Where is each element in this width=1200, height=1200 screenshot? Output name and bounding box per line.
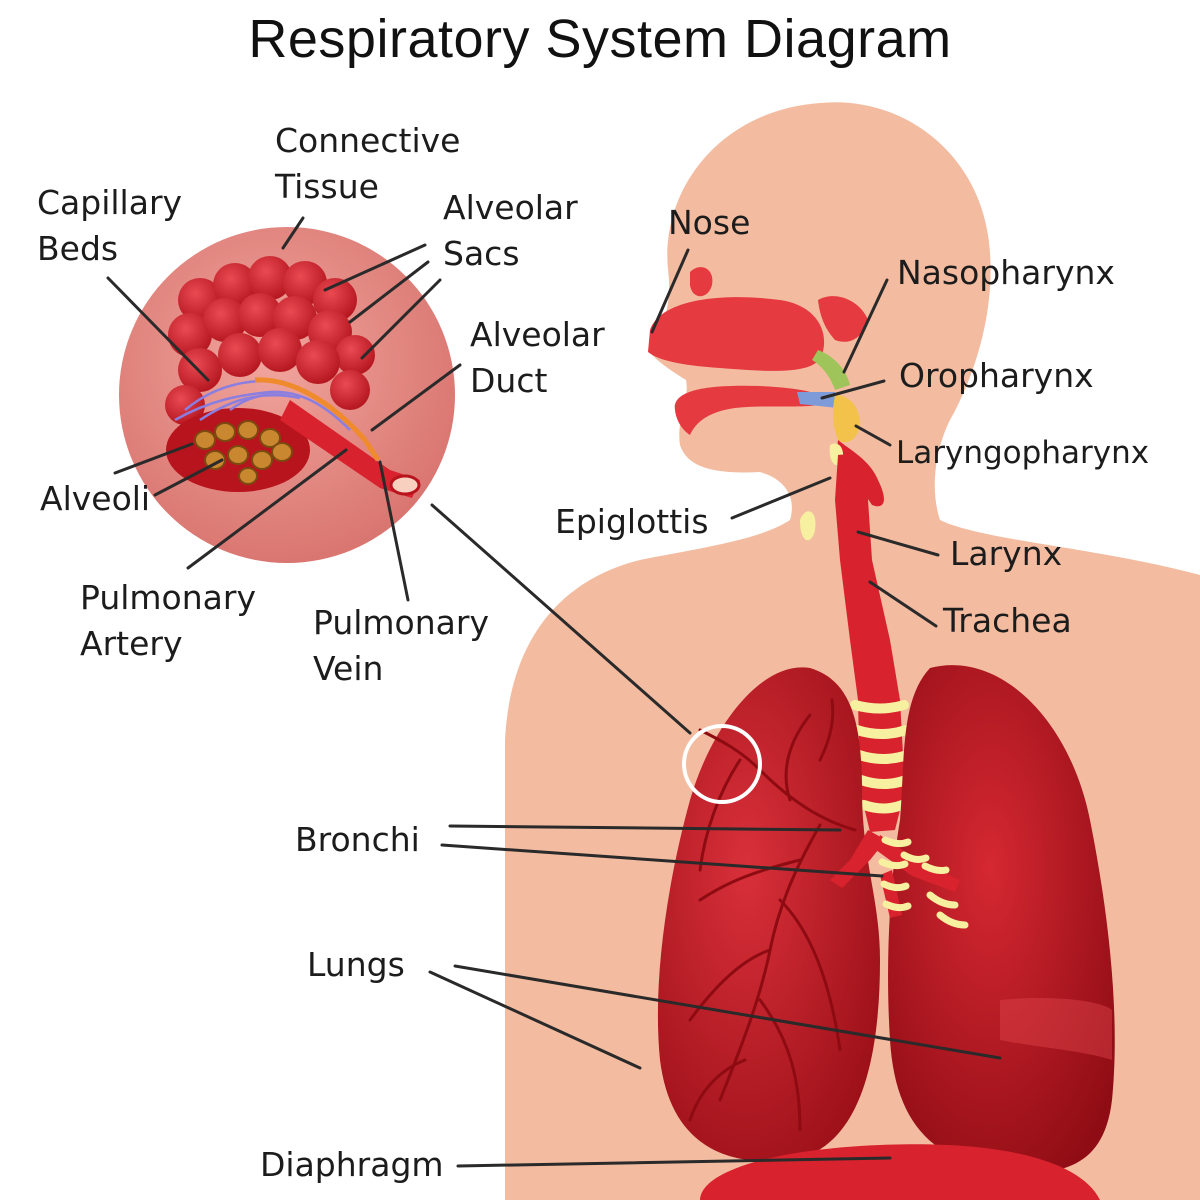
label-connective-tissue: Connective Tissue (275, 118, 460, 210)
laryngopharynx-region (833, 395, 860, 443)
label-bronchi: Bronchi (295, 817, 420, 863)
label-line: Oropharynx (899, 356, 1094, 395)
label-line: Pulmonary (80, 578, 256, 617)
label-line: Alveoli (40, 479, 151, 518)
label-pulmonary-vein: Pulmonary Vein (313, 600, 489, 692)
label-line: Nose (668, 203, 751, 242)
label-diaphragm: Diaphragm (260, 1142, 444, 1188)
alveolar-sacs-cluster (165, 256, 375, 425)
page-title: Respiratory System Diagram (248, 9, 952, 69)
label-line: Duct (470, 361, 548, 400)
label-line: Epiglottis (555, 502, 709, 541)
label-line: Beds (37, 229, 119, 268)
lung-right-shape (657, 667, 880, 1162)
esophagus-cartilage (800, 511, 816, 541)
nasopharynx-region (812, 350, 850, 390)
sinus (818, 296, 868, 342)
label-lungs: Lungs (307, 942, 405, 988)
label-capillary-beds: Capillary Beds (37, 180, 182, 272)
label-pulmonary-artery: Pulmonary Artery (80, 575, 256, 667)
label-alveolar-sacs: Alveolar Sacs (443, 185, 578, 277)
label-alveolar-duct: Alveolar Duct (470, 312, 605, 404)
label-laryngopharynx: Laryngopharynx (896, 430, 1149, 476)
label-line: Larynx (950, 534, 1063, 573)
nasal-passage-top (690, 267, 713, 297)
label-line: Pulmonary (313, 603, 489, 642)
label-nasopharynx: Nasopharynx (897, 250, 1115, 296)
label-line: Tissue (275, 167, 379, 206)
label-nose: Nose (668, 200, 750, 246)
label-alveoli: Alveoli (40, 476, 150, 522)
label-line: Lungs (307, 945, 405, 984)
magnifier-ring (682, 724, 762, 804)
artery-strand (254, 377, 381, 462)
label-line: Capillary (37, 183, 183, 222)
label-line: Bronchi (295, 820, 420, 859)
lung-right-vessels (688, 698, 857, 1132)
label-line: Sacs (443, 234, 520, 273)
alveoli-inset (119, 227, 455, 563)
label-larynx: Larynx (950, 531, 1062, 577)
label-line: Nasopharynx (897, 253, 1115, 292)
nasal-cavity (648, 297, 825, 371)
label-line: Connective (275, 121, 461, 160)
label-line: Laryngopharynx (896, 435, 1150, 471)
label-epiglottis: Epiglottis (555, 499, 709, 545)
label-line: Alveolar (443, 188, 578, 227)
alveoli-nodules (194, 420, 293, 485)
label-line: Trachea (943, 601, 1072, 640)
lung-left-shape (888, 665, 1115, 1173)
lung-left-highlight (1000, 998, 1112, 1060)
label-line: Alveolar (470, 315, 605, 354)
label-trachea: Trachea (943, 598, 1072, 644)
oral-cavity (674, 385, 830, 435)
label-oropharynx: Oropharynx (899, 353, 1094, 399)
pulmonary-vessel (280, 400, 420, 498)
label-line: Artery (80, 624, 183, 663)
leader-lines (106, 216, 1002, 1168)
label-line: Vein (313, 649, 384, 688)
label-line: Diaphragm (260, 1145, 444, 1184)
